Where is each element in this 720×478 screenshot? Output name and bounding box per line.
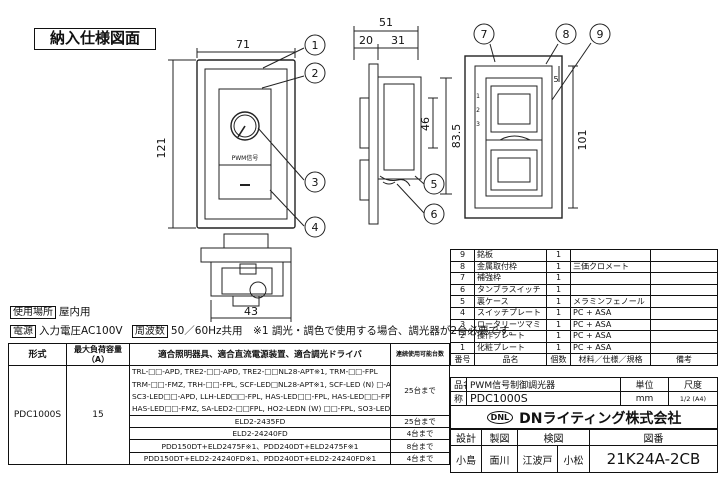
company-cell: DNL DNライティング株式会社 [450,405,718,430]
callout-3: 3 [312,176,319,189]
freq-value: 50／60Hz共用 ※1 調光・調色で使用する場合、調光器が2台必要です。 [170,325,519,337]
col-model: 形式 [8,343,67,366]
terminal-1: 1 [476,93,480,100]
terminal-2: 2 [476,107,480,114]
dim-51: 51 [379,16,393,29]
technical-drawing: 71 121 PWM信号 43 51 20 31 46 83.5 101 5 1… [155,16,611,322]
unit-label: 単位 [620,377,669,392]
company-logo: DNL [486,411,514,424]
dim-101: 101 [576,130,589,151]
sheet-title: 納入仕様図面 [34,28,156,50]
signoff-block: 設計 製図 検図 図番 小島 面川 江波戸 小松 21K24A-2CB [450,428,718,473]
dim-31: 31 [391,34,405,47]
name-label: 品名 [450,377,467,392]
callout-7: 7 [481,28,488,41]
capacity-cell: 15 [66,364,130,466]
parts-header-row: 番号品名個数材料／仕様／規格備考 [450,353,718,366]
drawing-number: 21K24A-2CB [589,445,718,473]
callout-circles [304,23,611,238]
callout-4: 4 [312,221,319,234]
table-row: SC3-LED□□-APD, LLH-LED□□-FPL, HAS-LED□□-… [9,390,450,403]
designer: 小島 [450,445,482,473]
voltage-tag: 電源 [10,325,36,338]
location-value: 屋内用 [59,306,91,318]
back-view [464,55,578,219]
col-fixtures: 適合照明器具、適合直流電源装置、適合調光ドライバ [129,343,391,366]
name-value: PWM信号制御調光器 [466,377,621,392]
location-tag: 使用場所 [10,306,56,319]
col-capacity: 最大負荷容量 （A） [66,343,130,366]
company-name: DNライティング株式会社 [519,410,682,427]
dim-5: 5 [553,75,558,84]
drafter: 面川 [481,445,518,473]
dim-43: 43 [244,305,258,318]
callout-6: 6 [431,208,438,221]
model-cell: PDC1000S [8,364,67,466]
callout-2: 2 [312,67,319,80]
spec-location: 使用場所屋内用 [10,306,91,319]
bottom-view [200,233,292,322]
draft-header: 製図 [481,428,518,446]
side-view [353,26,452,225]
compatibility-table: 形式 最大負荷容量 （A） 適合照明器具、適合直流電源装置、適合調光ドライバ 連… [8,343,450,466]
dim-121: 121 [155,138,168,159]
code-label: 称 [450,391,467,406]
title-block: 品名 PWM信号制御調光器 単位 尺度 称 PDC1000S mm 1/2 (A… [450,377,718,430]
table-row: PDC1000S 15 TRL-□□-APD, TRE2-□□-APD, TRE… [8,364,450,466]
callout-5: 5 [431,178,438,191]
dim-46: 46 [419,117,432,131]
scale-label: 尺度 [668,377,718,392]
callout-9: 9 [597,28,604,41]
pwm-label: PWM信号 [232,154,259,162]
drawing-no-header: 図番 [589,428,718,446]
design-header: 設計 [450,428,482,446]
checker-2: 小松 [557,445,590,473]
voltage-value: 入力電圧AC100V [39,325,123,337]
terminal-3: 3 [476,121,480,128]
unit-value: mm [620,391,669,406]
freq-tag: 周波数 [131,325,168,338]
dim-83-5: 83.5 [450,124,463,149]
table-row: PDD150DT+ELD2-24240FD※1、PDD240DT+ELD2-24… [9,451,450,466]
callout-leaders [257,42,592,227]
checker-1: 江波戸 [517,445,558,473]
code-value: PDC1000S [466,391,621,406]
table-row: TRM-□□-FMZ, TRH-□□-FPL, SCF-LED□NL28-APT… [9,377,450,391]
col-count: 連続使用可能台数 [390,343,450,366]
scale-value: 1/2 (A4) [668,391,718,406]
callout-8: 8 [563,28,570,41]
dim-20: 20 [359,34,373,47]
callout-1: 1 [312,39,319,52]
dim-71: 71 [236,38,250,51]
check-header: 検図 [517,428,590,446]
front-view [168,48,296,229]
